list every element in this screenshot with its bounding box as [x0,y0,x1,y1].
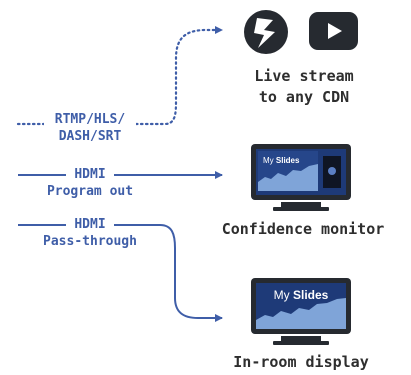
stream-connector [16,30,222,126]
caption-line: Live stream [254,67,354,85]
screen-title-light: My [263,156,276,165]
label-line: HDMI [70,216,110,233]
stream-protocol-label: RTMP/HLS/ DASH/SRT [44,111,136,145]
label-line: HDMI [70,166,110,183]
screen-title-bold: Slides [275,156,300,165]
program-out-label: HDMI Program out [30,166,150,200]
in-room-display-icon: My Slides [251,278,351,346]
stream-caption: Live stream to any CDN [222,66,386,108]
pass-through-label: HDMI Pass-through [30,216,150,250]
label-line: DASH/SRT [58,129,122,144]
confidence-screen-title: My Slides [263,156,299,165]
caption-line: In-room display [233,353,369,371]
screen-title-light: My [273,288,293,302]
label-line: Program out [46,184,134,199]
label-line: Pass-through [43,234,137,249]
screen-title-bold: Slides [292,288,329,302]
youtube-icon [309,12,358,54]
confidence-monitor-icon: My Slides [251,144,351,212]
in-room-screen-title: My Slides [251,288,351,302]
confidence-caption: Confidence monitor [200,219,406,240]
caption-line: to any CDN [258,88,350,106]
caption-line: Confidence monitor [221,220,385,238]
pass-through-connector [18,224,222,318]
label-line: RTMP/HLS/ [54,112,126,127]
in-room-caption: In-room display [210,352,392,373]
lightning-logo-icon [242,8,290,60]
